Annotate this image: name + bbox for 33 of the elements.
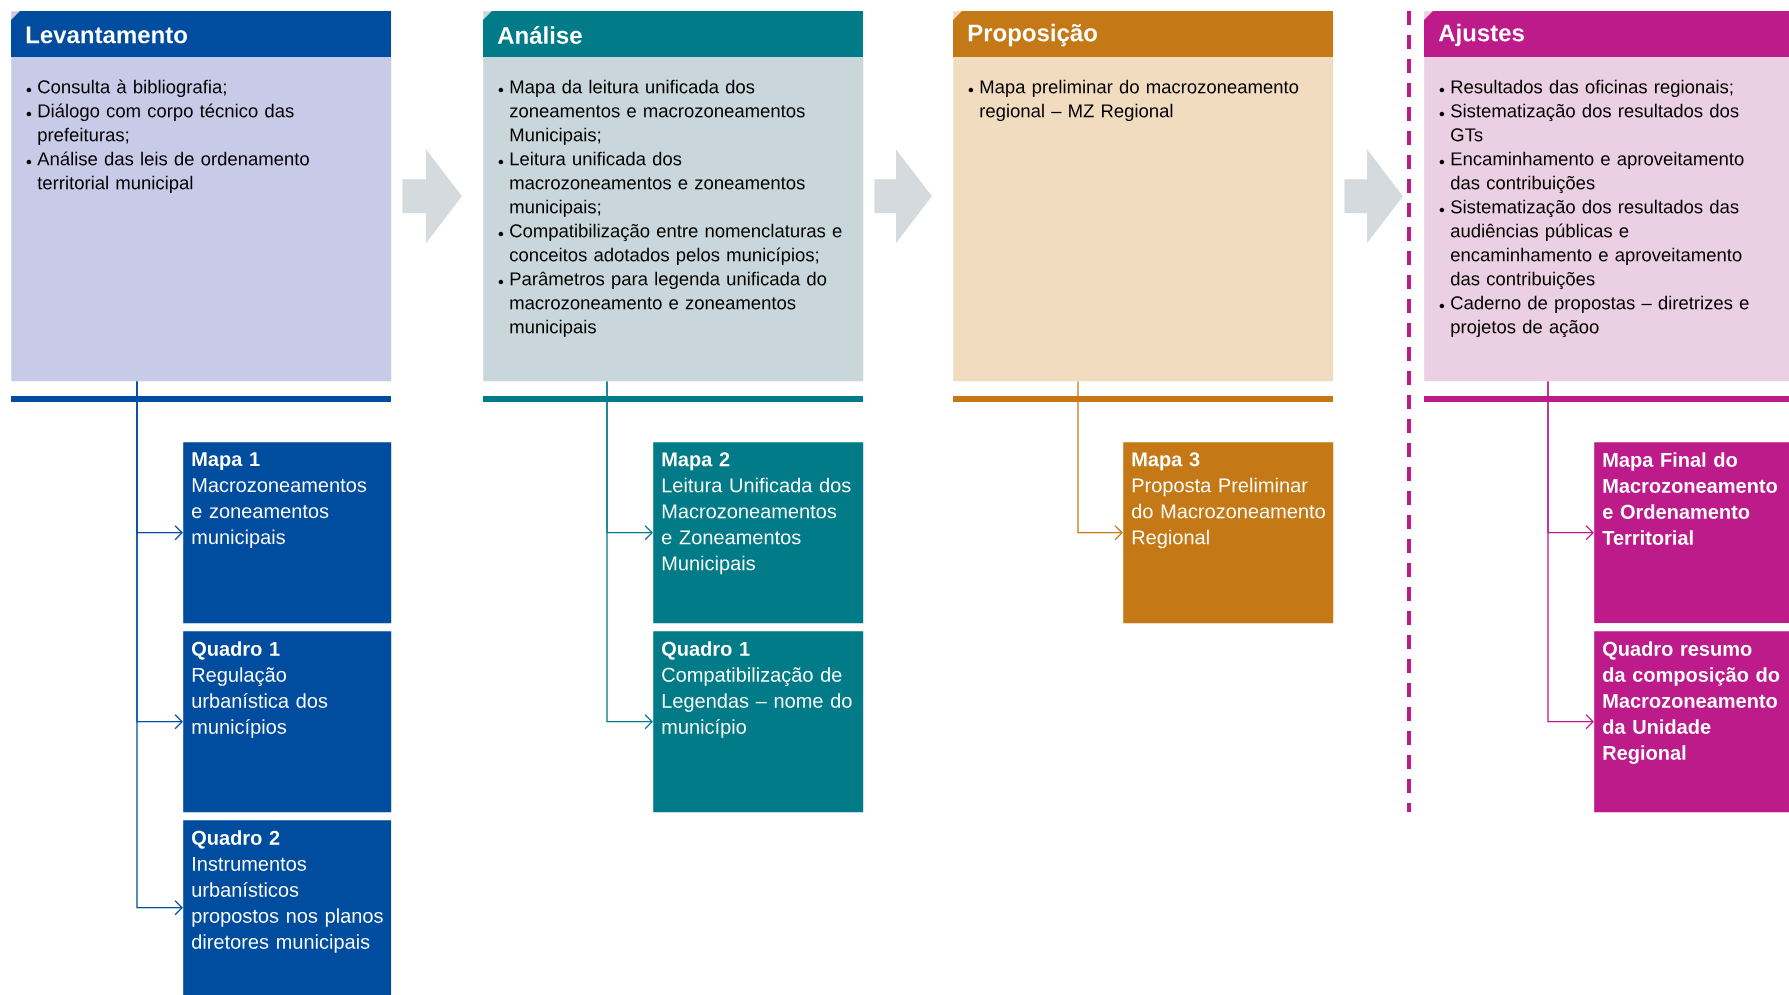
arrow <box>136 380 183 916</box>
output-box: Quadro 1 Regulação urbanística dos municípios <box>183 631 392 813</box>
output-box: Mapa 2 Leitura Unificada dos Macrozoneamentos e Zoneamentos Municipais <box>653 442 864 624</box>
output-box: Quadro 2 Instrumentos urbanísticos propostos nos planos diretores municipais <box>183 820 392 995</box>
node-label: Caderno de propostas – diretrizes e projetos de açãoo <box>1451 295 1749 338</box>
bullet-list: Mapa preliminar do macrozoneamento regional – MZ Regional <box>968 79 1299 122</box>
output-box: Mapa Final do Macrozoneamento e Ordenamento Territorial <box>1594 442 1789 624</box>
output-box: Mapa 3 Proposta Preliminar do Macrozoneamento Regional <box>1123 442 1334 624</box>
stage-box <box>11 11 392 382</box>
stage-heading: Proposição <box>968 23 1097 47</box>
node-label: Sistematização dos resultados das audiências públicas e encaminhamento e aproveitamento das contribuições <box>1450 199 1742 290</box>
bullet-list: Resultados das oficinas regionais; Sistematização dos resultados dos GTs Encaminhamento e aproveitamento das contribuições Sistematização dos resultados das audiências públicas e encaminhamento e aproveitamento das contribuições Caderno de propostas – diretrizes e projetos de açãoo <box>1439 79 1749 338</box>
node-label: Encaminhamento e aproveitamento das contribuições <box>1450 151 1744 194</box>
arrow <box>1077 380 1123 541</box>
node-label: Mapa da leitura unificada dos zoneamentos e macrozoneamentos Municipais; <box>509 79 805 146</box>
stage-heading: Análise <box>497 26 582 44</box>
output-box: Quadro 1 Compatibilização de Legendas – nome do município <box>653 631 864 813</box>
arrow <box>606 380 653 730</box>
bullet-list: Mapa da leitura unificada dos zoneamentos e macrozoneamentos Municipais; Leitura unificada dos macrozoneamentos e zoneamentos municipais; Compatibilização entre nomenclaturas e conceitos adotados pelos municípios; Parâmetros para legenda unificada do macrozoneamento e zoneamentos municipais <box>498 79 842 338</box>
node-label: Resultados das oficinas regionais; <box>1451 79 1733 98</box>
arrow <box>1547 380 1594 730</box>
node-label: Parâmetros para legenda unificada do macrozoneamento e zoneamentos municipais <box>510 271 827 338</box>
node-label: Sistematização dos resultados dos GTs <box>1451 103 1739 142</box>
output-box: Mapa 1 Macrozoneamentos e zoneamentos municipais <box>183 442 392 624</box>
stage-box <box>953 11 1334 382</box>
stage-box <box>483 11 864 382</box>
node-label: Compatibilização entre nomenclaturas e conceitos adotados pelos municípios; <box>509 223 842 266</box>
stage-heading: Levantamento <box>26 26 187 44</box>
output-box: Quadro resumo da composição do Macrozoneamento da Unidade Regional <box>1594 631 1789 813</box>
bullet-list: Consulta à bibliografia; Diálogo com corpo técnico das prefeituras; Análise das leis de ordenamento territorial municipal <box>26 79 309 194</box>
node-label: Leitura unificada dos macrozoneamentos e zoneamentos municipais; <box>510 151 805 218</box>
stage-box <box>1424 11 1789 382</box>
stage-heading: Ajustes <box>1438 23 1524 47</box>
